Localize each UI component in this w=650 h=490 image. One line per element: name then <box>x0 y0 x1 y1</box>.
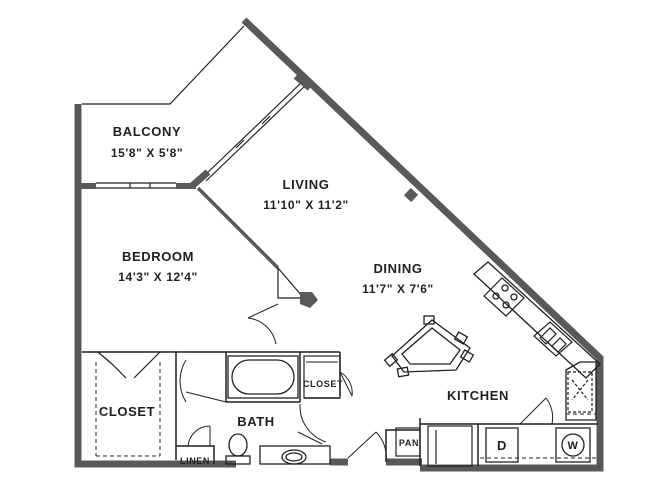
dining-dims: 11'7" X 7'6" <box>362 282 434 296</box>
pantry-label: PAN <box>399 438 419 448</box>
utility-box <box>427 425 473 467</box>
refrigerator <box>567 371 593 413</box>
wall-column <box>300 292 318 308</box>
kitchen-label: KITCHEN <box>447 388 509 403</box>
exterior-walls <box>74 17 604 472</box>
living-label: LIVING <box>283 177 330 192</box>
bedroom-label: BEDROOM <box>122 249 194 264</box>
door-swings <box>179 303 554 463</box>
wall-notch <box>403 187 419 203</box>
kitchen-counter <box>473 261 601 421</box>
bathtub <box>227 355 299 399</box>
bedroom-door-corner <box>277 267 303 299</box>
bath-closet-label: CLOSET <box>303 379 343 389</box>
toilet <box>225 433 251 465</box>
range <box>483 277 525 317</box>
dining-label: DINING <box>373 261 422 276</box>
pantry-box <box>395 427 421 457</box>
balcony-label: BALCONY <box>113 124 181 139</box>
dryer-label: D <box>497 438 507 453</box>
bath-label: BATH <box>237 414 275 429</box>
washer-label: W <box>568 440 579 452</box>
bath-closet-box <box>303 355 341 399</box>
dryer <box>485 427 519 463</box>
dining-table <box>383 315 475 378</box>
balcony-outline <box>82 25 245 105</box>
living-dims: 11'10" X 11'2" <box>263 198 349 212</box>
sliding-door-living <box>201 79 308 182</box>
washer <box>555 427 591 463</box>
closet-doors <box>97 351 161 379</box>
closet-label: CLOSET <box>99 404 155 419</box>
kitchen-sink <box>533 321 573 357</box>
linen-label: LINEN <box>180 456 210 466</box>
vanity <box>259 445 331 465</box>
balcony-dims: 15'8" X 5'8" <box>111 146 183 160</box>
bedroom-dims: 14'3" X 12'4" <box>118 270 198 284</box>
sliding-door-bedroom <box>96 182 176 189</box>
bedroom-living-wall <box>196 186 280 270</box>
